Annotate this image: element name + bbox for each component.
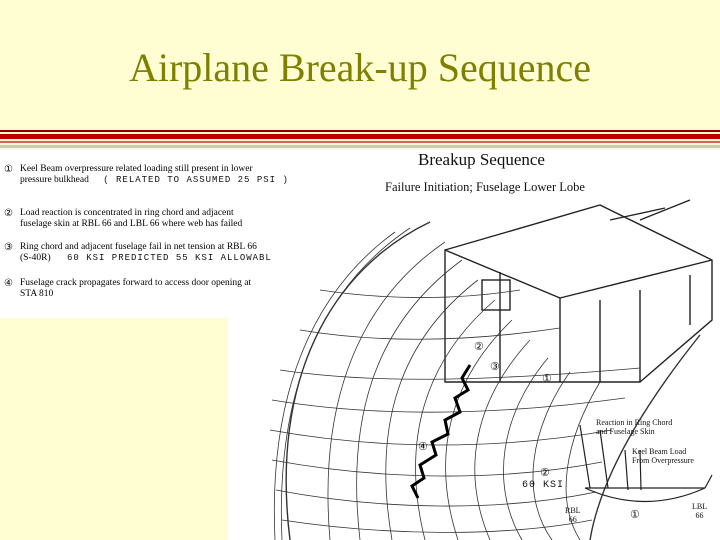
title-divider-dark — [0, 130, 720, 132]
step-4: ④ Fuselage crack propagates forward to a… — [4, 278, 334, 308]
lbl-label: LBL 66 — [692, 502, 707, 520]
step-2-marker: ② — [4, 208, 13, 219]
drawing-marker-1: ① — [542, 373, 552, 385]
reaction-callout: Reaction in Ring Chord and Fuselage Skin — [596, 418, 672, 436]
slide-title: Airplane Break-up Sequence — [128, 45, 592, 90]
drawing-marker-3: ③ — [490, 361, 500, 373]
callout-marker-2: ② — [540, 467, 550, 479]
step-2-line-1: Load reaction is concentrated in ring ch… — [20, 208, 234, 218]
step-3-marker: ③ — [4, 242, 13, 253]
load-diagram — [579, 424, 713, 503]
step-1: ① Keel Beam overpressure related loading… — [4, 164, 334, 208]
ksi-handwritten-note: 60 KSI — [522, 480, 565, 491]
step-4-line-1: Fuselage crack propagates forward to acc… — [20, 278, 252, 288]
step-1-handwritten-note: ( RELATED TO ASSUMED 25 PSI ) — [103, 175, 289, 185]
callout-marker-1: ① — [630, 509, 640, 521]
keel-box — [444, 199, 713, 383]
keel-load-callout-line-1: Keel Beam Load — [632, 447, 687, 456]
fuselage-drawing — [269, 199, 713, 540]
step-1-line-1: Keel Beam overpressure related loading s… — [20, 164, 253, 174]
reaction-callout-line-1: Reaction in Ring Chord — [596, 418, 673, 427]
figure-heading: Breakup Sequence — [418, 150, 545, 169]
figure-subheading: Failure Initiation; Fuselage Lower Lobe — [385, 180, 585, 194]
title-divider-shadow — [0, 145, 720, 148]
step-3: ③ Ring chord and adjacent fuselage fail … — [4, 242, 334, 272]
reaction-callout-line-2: and Fuselage Skin — [596, 427, 655, 436]
fuselage-panel-grid — [269, 221, 701, 540]
step-3-line-1: Ring chord and adjacent fuselage fail in… — [20, 242, 257, 252]
crack-path — [410, 364, 472, 499]
step-1-line-2: pressure bulkhead — [20, 175, 89, 185]
keel-load-callout-line-2: From Overpressure — [632, 456, 694, 465]
lbl-label-line-2: 66 — [695, 511, 704, 520]
rbl-label: RBL 66 — [565, 506, 581, 524]
rbl-label-line-2: 66 — [568, 515, 577, 524]
lbl-label-line-1: LBL — [692, 502, 708, 511]
title-divider-light — [0, 141, 720, 143]
keel-load-callout: Keel Beam Load From Overpressure — [632, 447, 694, 465]
title-divider-red — [0, 134, 720, 139]
step-3-handwritten-note: 60 KSI PREDICTED 55 KSI ALLOWABL — [67, 253, 272, 263]
step-4-marker: ④ — [4, 278, 13, 289]
drawing-marker-2: ② — [474, 341, 484, 353]
step-2-line-2: fuselage skin at RBL 66 and LBL 66 where… — [20, 219, 243, 229]
drawing-marker-4: ④ — [418, 441, 428, 453]
step-4-line-2: STA 810 — [20, 289, 54, 299]
step-1-marker: ① — [4, 164, 13, 175]
step-2: ② Load reaction is concentrated in ring … — [4, 208, 334, 238]
step-3-line-2: (S-40R) — [20, 253, 51, 263]
background-panel — [0, 318, 228, 540]
rbl-label-line-1: RBL — [565, 506, 581, 515]
